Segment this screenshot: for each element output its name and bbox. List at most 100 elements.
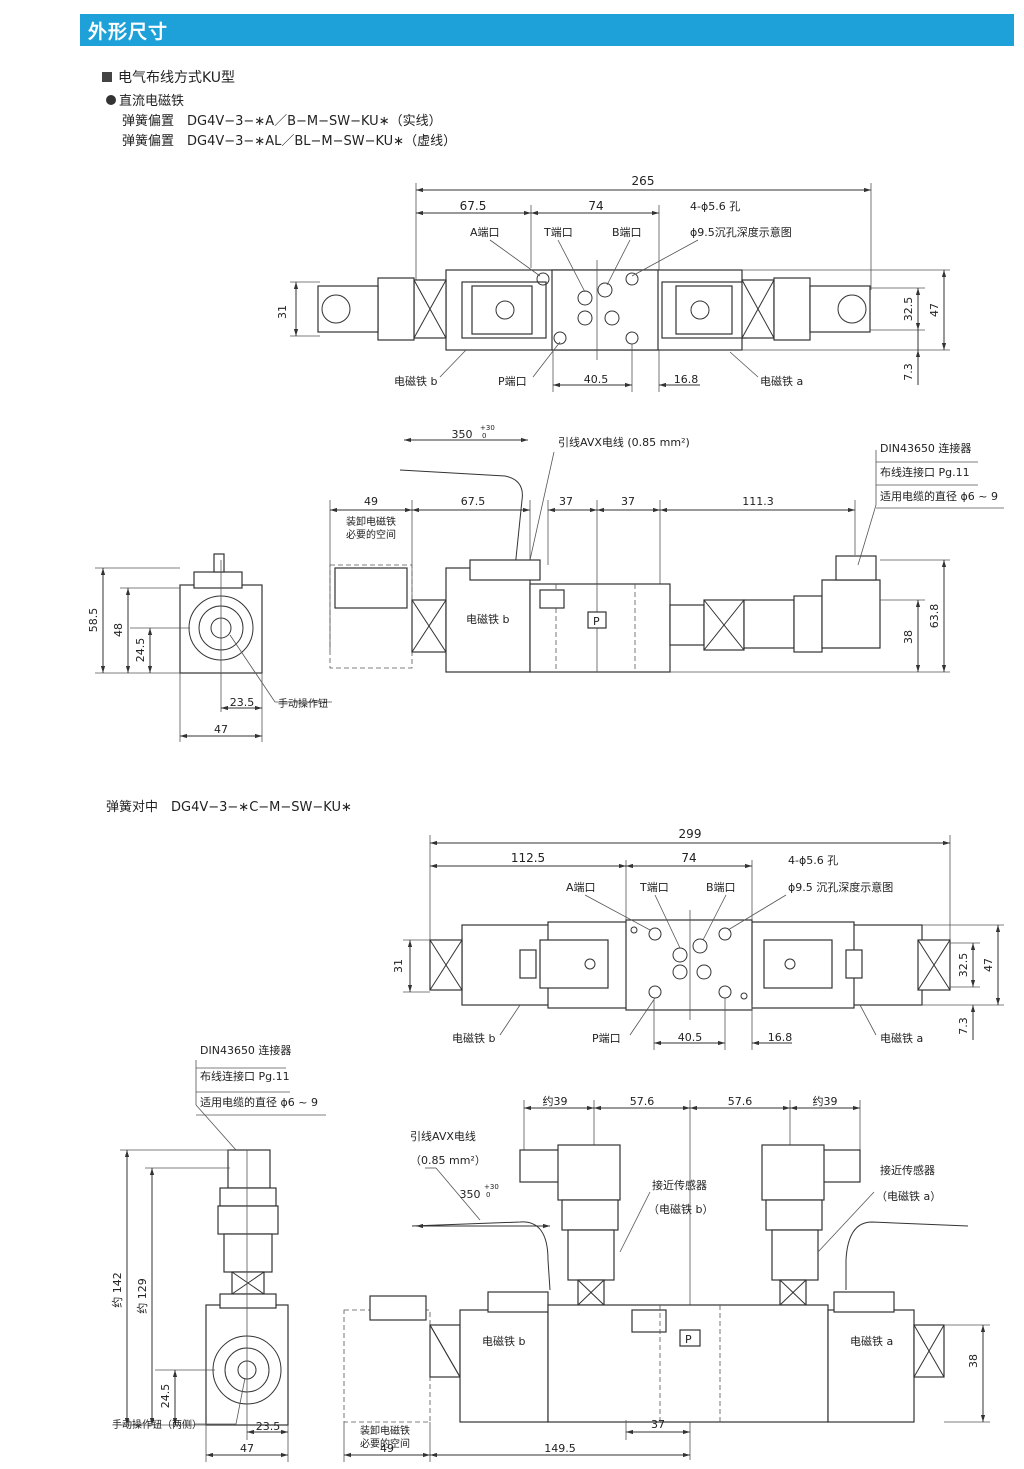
dim-40-5-2: 40.5	[678, 1031, 703, 1044]
manual-button-label: 手动操作钮	[278, 697, 328, 710]
dim-approx-39-left: 约39	[543, 1095, 568, 1108]
gland-label: 布线连接口 Pg.11	[880, 465, 970, 479]
dim-7-3: 7.3	[902, 363, 915, 381]
dim-67-5-side: 67.5	[461, 495, 486, 508]
t-port-label: T端口	[543, 226, 573, 239]
dim-16-8-2: 16.8	[768, 1031, 793, 1044]
solenoid-b-side: 电磁铁 b	[466, 613, 509, 626]
removal-space-1: 装卸电磁铁	[346, 515, 396, 528]
dim-31-2: 31	[392, 959, 405, 973]
dim-23-5-2: 23.5	[256, 1420, 281, 1433]
dc-solenoid-label: 直流电磁铁	[106, 90, 184, 109]
lead-wire-spec-2: （0.85 mm²）	[410, 1154, 486, 1167]
dim-16-8: 16.8	[674, 373, 699, 386]
model-line-2: 弹簧偏置 DG4V−3−∗AL／BL−M−SW−KU∗（虚线）	[122, 134, 457, 149]
lead-wire-label-2: 引线AVX电线	[410, 1129, 476, 1143]
wiring-type-text: 电气布线方式KU型	[118, 70, 236, 86]
dim-350: 350	[452, 428, 473, 441]
solenoid-b-side-2: 电磁铁 b	[482, 1335, 525, 1348]
dim-24-5-2: 24.5	[159, 1384, 172, 1409]
dim-74: 74	[588, 199, 603, 213]
square-bullet-icon	[102, 72, 112, 82]
lead-wire-label: 引线AVX电线 (0.85 mm²)	[558, 435, 690, 449]
section-header-bar: 外形尺寸	[80, 14, 1014, 46]
holes-note: 4-ϕ5.6 孔	[690, 200, 740, 213]
dim-approx-129: 约 129	[136, 1278, 149, 1314]
end-view-1	[95, 553, 332, 742]
side-view-1	[329, 437, 1004, 673]
dim-57-6-b: 57.6	[728, 1095, 753, 1108]
dim-49-2: 49	[380, 1442, 394, 1455]
t-port-label-2: T端口	[639, 881, 669, 894]
prox-sensor-b-sub: （电磁铁 b）	[648, 1203, 713, 1216]
dim-47-2: 47	[982, 958, 995, 972]
dim-299: 299	[679, 827, 702, 841]
circle-bullet-icon	[106, 95, 116, 105]
dim-approx-142: 约 142	[111, 1272, 124, 1308]
p-mark-2: P	[685, 1333, 692, 1346]
tol-plus-30: +30	[480, 424, 495, 432]
a-port-label: A端口	[470, 226, 500, 239]
model-line-3: 弹簧对中 DG4V−3−∗C−M−SW−KU∗	[106, 800, 352, 815]
din-connector-label: DIN43650 连接器	[880, 442, 971, 455]
solenoid-b-label: 电磁铁 b	[394, 375, 437, 388]
b-port-label-2: B端口	[706, 881, 736, 894]
dim-24-5: 24.5	[134, 638, 147, 663]
wiring-type-title: 电气布线方式KU型	[102, 67, 235, 87]
dim-47-end: 47	[214, 723, 228, 736]
dim-63-8: 63.8	[928, 604, 941, 629]
solenoid-a-side-2: 电磁铁 a	[850, 1335, 893, 1348]
dim-67-5: 67.5	[460, 199, 487, 213]
din-connector-label-2: DIN43650 连接器	[200, 1044, 291, 1057]
dim-38-2: 38	[967, 1354, 980, 1368]
manual-button-label-2: 手动操作钮（两侧）	[112, 1418, 202, 1431]
solenoid-a-label-2: 电磁铁 a	[880, 1032, 923, 1045]
dim-74-2: 74	[681, 851, 696, 865]
dim-49: 49	[364, 495, 378, 508]
cable-dia-label-2: 适用电缆的直径 ϕ6 ~ 9	[200, 1095, 318, 1109]
a-port-label-2: A端口	[566, 881, 596, 894]
dim-7-3-2: 7.3	[957, 1017, 970, 1035]
p-port-label-2: P端口	[592, 1032, 621, 1045]
end-view-2	[120, 1060, 326, 1462]
dim-112-5: 112.5	[511, 851, 545, 865]
cable-dia-label: 适用电缆的直径 ϕ6 ~ 9	[880, 489, 998, 503]
dim-37-b: 37	[621, 495, 635, 508]
top-view-1	[290, 183, 950, 392]
dim-approx-39-right: 约39	[813, 1095, 838, 1108]
dim-38: 38	[902, 630, 915, 644]
dim-40-5: 40.5	[584, 373, 609, 386]
dim-58-5: 58.5	[87, 608, 100, 633]
dim-23-5: 23.5	[230, 696, 255, 709]
tol-plus-30-2: +30	[484, 1183, 499, 1191]
dim-32-5: 32.5	[902, 297, 915, 322]
removal-space-2: 必要的空间	[346, 528, 396, 541]
p-port-label: P端口	[498, 375, 527, 388]
dim-47-end-2: 47	[240, 1442, 254, 1455]
tol-zero-2: 0	[486, 1191, 490, 1199]
solenoid-a-label: 电磁铁 a	[760, 375, 803, 388]
prox-sensor-a-sub: （电磁铁 a）	[876, 1190, 941, 1203]
dim-48: 48	[112, 623, 125, 637]
prox-sensor-b-label: 接近传感器	[652, 1179, 707, 1192]
dim-47: 47	[928, 303, 941, 317]
solenoid-b-label-2: 电磁铁 b	[452, 1032, 495, 1045]
prox-sensor-a-label: 接近传感器	[880, 1164, 935, 1177]
removal-space-4: 必要的空间	[360, 1437, 410, 1450]
holes-note-2: 4-ϕ5.6 孔	[788, 854, 838, 867]
dim-350-2: 350	[460, 1188, 481, 1201]
dc-solenoid-text: 直流电磁铁	[119, 94, 185, 109]
dim-37-a: 37	[559, 495, 573, 508]
section-title: 外形尺寸	[88, 21, 169, 43]
top-view-2	[403, 835, 1004, 1050]
counterbore-note: ϕ9.5沉孔深度示意图	[690, 225, 792, 239]
counterbore-note-2: ϕ9.5 沉孔深度示意图	[788, 880, 893, 894]
tol-zero: 0	[482, 432, 486, 440]
gland-label-2: 布线连接口 Pg.11	[200, 1069, 290, 1083]
side-view-2	[343, 1100, 990, 1462]
model-line-1: 弹簧偏置 DG4V−3−∗A／B−M−SW−KU∗（实线）	[122, 114, 442, 129]
b-port-label: B端口	[612, 226, 642, 239]
dim-32-5-2: 32.5	[957, 953, 970, 978]
p-mark: P	[593, 615, 600, 628]
